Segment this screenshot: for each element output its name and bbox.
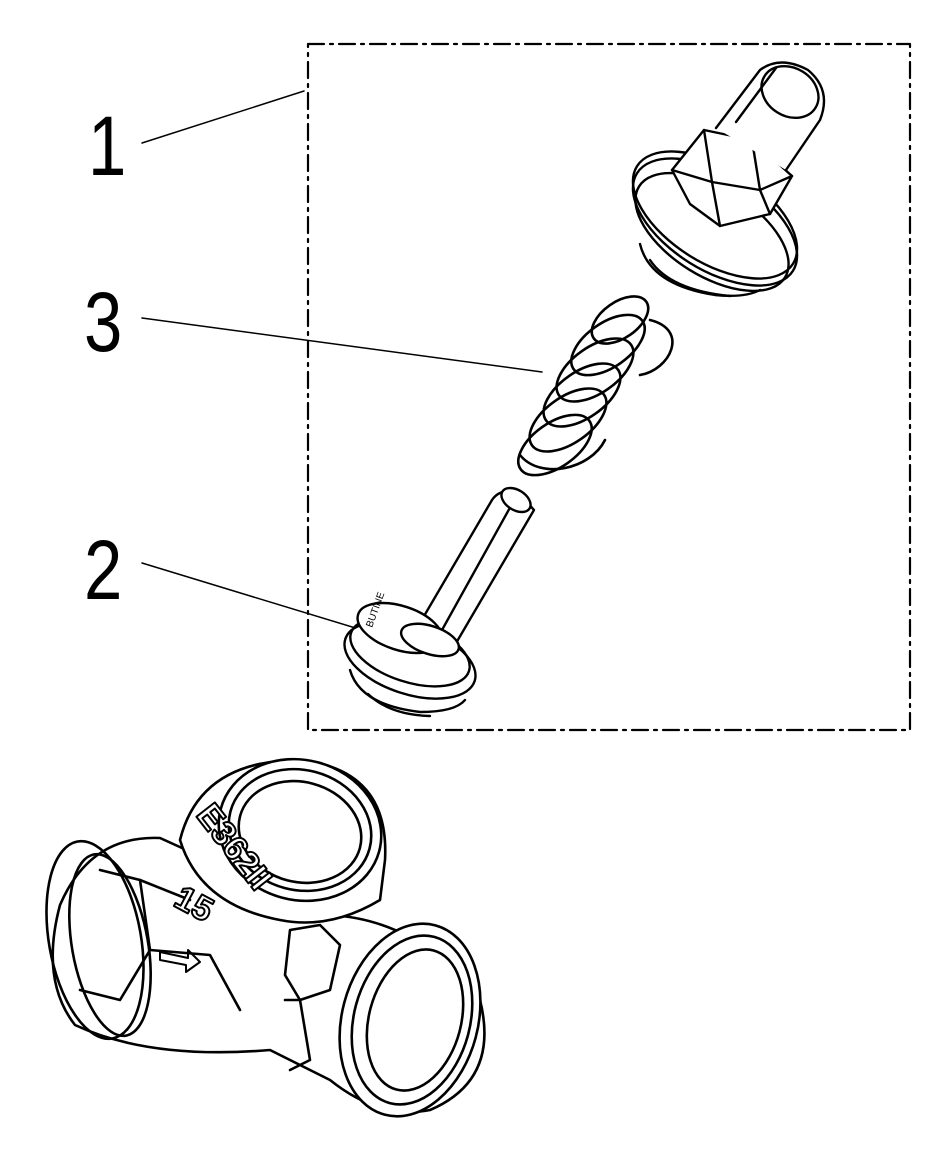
spring — [517, 295, 674, 477]
valve-plug — [343, 486, 536, 718]
callout-3: 3 — [84, 275, 123, 369]
callout-2: 2 — [84, 523, 123, 617]
leader-line-1 — [141, 90, 305, 144]
callout-1: 1 — [88, 99, 127, 193]
valve-body-tee — [45, 757, 486, 1118]
kit-boundary-box — [306, 42, 912, 732]
leader-line-3 — [141, 317, 543, 373]
leader-line-2 — [141, 562, 386, 638]
bonnet-hex-head — [631, 61, 826, 298]
